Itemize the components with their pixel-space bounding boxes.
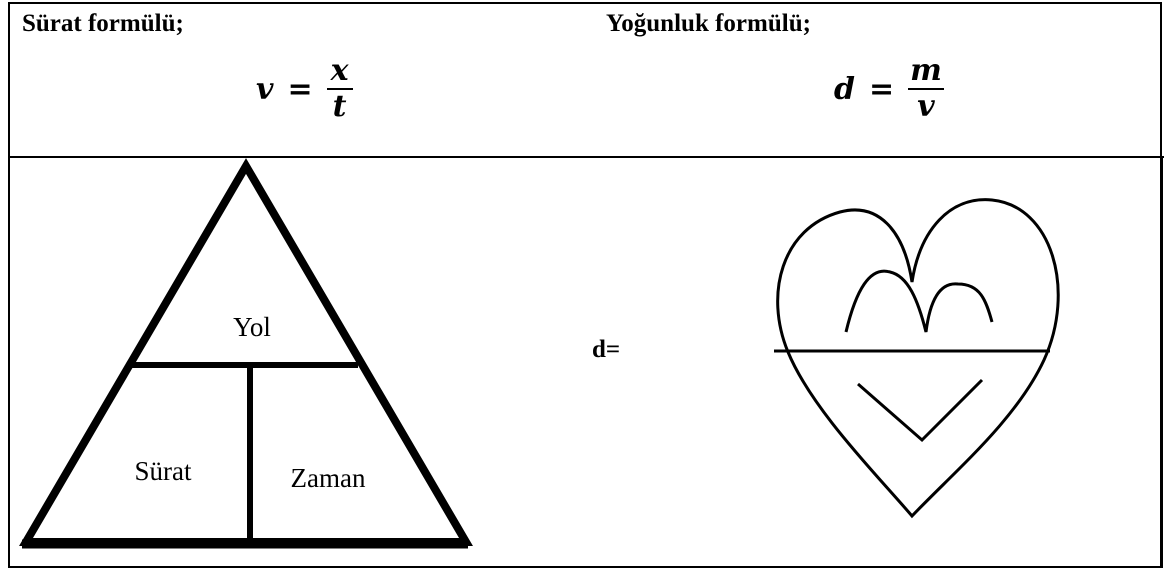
- speed-formula-equals: =: [287, 71, 313, 107]
- speed-formula: v = x t: [256, 54, 353, 124]
- density-formula-fraction: m v: [908, 54, 944, 124]
- triangle-label-distance: Yol: [233, 312, 271, 342]
- fraction-bar: [326, 88, 353, 90]
- density-heart-prefix: d=: [592, 336, 621, 363]
- heart-v-letter: [857, 378, 984, 443]
- triangle-label-speed: Sürat: [135, 456, 192, 486]
- speed-formula-lhs: v: [256, 71, 274, 107]
- heart-outline: [776, 198, 1060, 519]
- density-formula-lhs: d: [834, 71, 855, 107]
- density-formula: d = m v: [834, 54, 944, 124]
- triangle-label-time: Zaman: [291, 463, 366, 493]
- fraction-bar: [908, 88, 944, 90]
- speed-triangle: Yol Sürat Zaman: [19, 158, 473, 549]
- density-formula-equals: =: [868, 71, 895, 107]
- speed-formula-numerator: x: [330, 53, 349, 88]
- density-formula-numerator: m: [910, 53, 942, 88]
- density-formula-title: Yoğunluk formülü;: [606, 10, 811, 37]
- row-divider: [8, 156, 1164, 158]
- heart-m-letter: [844, 269, 994, 333]
- density-formula-denominator: v: [917, 89, 935, 124]
- triangle-outline: [19, 158, 473, 546]
- speed-formula-denominator: t: [332, 89, 347, 124]
- speed-formula-fraction: x t: [326, 53, 353, 124]
- speed-formula-title: Sürat formülü;: [22, 10, 184, 37]
- density-heart: [774, 198, 1060, 519]
